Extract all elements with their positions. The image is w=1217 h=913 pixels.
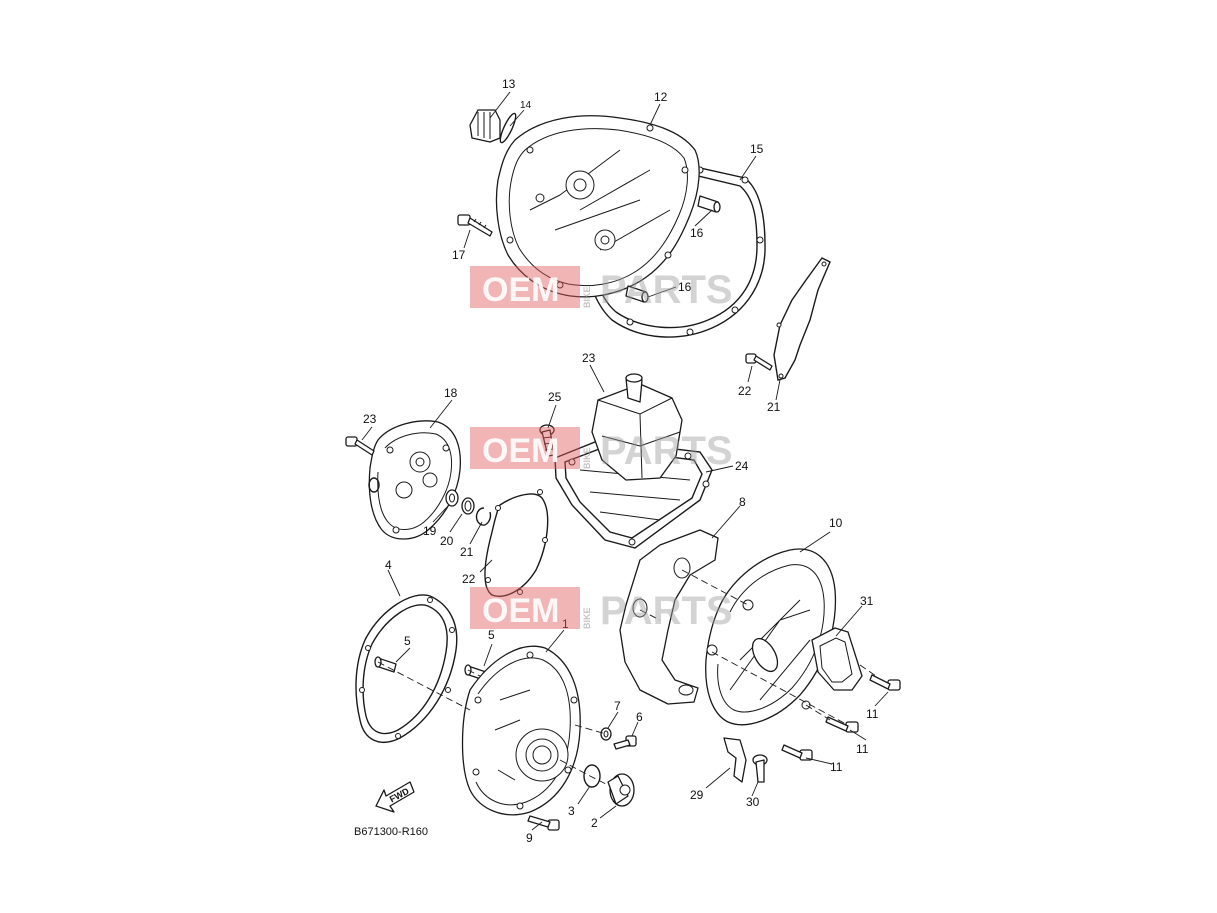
callout-10: 10 — [829, 516, 843, 530]
callout-4: 4 — [385, 558, 392, 572]
small-gasket-24 — [773, 257, 831, 381]
callout-8: 9 — [526, 831, 533, 845]
watermark-oem: OEM — [482, 432, 559, 470]
callout-23: 23 — [363, 412, 377, 426]
oil-filler-cap-13 — [469, 109, 501, 143]
watermark-bike: BIKE — [582, 286, 592, 308]
clutch-cover-group — [457, 109, 766, 338]
callout-28: 25 — [548, 390, 562, 404]
callout-16b: 16 — [678, 280, 692, 294]
callout-13: 13 — [502, 77, 516, 91]
callout-labels: 13 14 12 15 16 16 17 21 22 23 24 25 18 2… — [363, 77, 879, 845]
callout-24: 21 — [767, 400, 781, 414]
water-pump-cover-group — [345, 420, 549, 597]
forward-arrow-icon: FWD — [375, 781, 415, 813]
cover-18 — [368, 420, 462, 540]
sprocket-cover-10 — [705, 548, 837, 726]
clamp-29 — [723, 737, 747, 783]
callout-22: 22 — [462, 572, 476, 586]
o-ring-14 — [499, 112, 517, 144]
callout-21: 21 — [460, 545, 474, 559]
callout-1: 1 — [562, 617, 569, 631]
watermark-top: OEM BIKE PARTS — [470, 266, 733, 312]
callout-15: 15 — [750, 142, 764, 156]
bolt-8 — [527, 815, 560, 831]
bolt-11b — [825, 716, 859, 733]
callout-18: 18 — [444, 386, 458, 400]
watermark-oem: OEM — [482, 592, 559, 630]
callout-20: 20 — [440, 534, 454, 548]
gasket-hole — [731, 306, 739, 314]
callout-5a: 5 — [404, 634, 411, 648]
callout-3: 3 — [568, 804, 575, 818]
generator-cover-gasket-4 — [355, 594, 458, 743]
breather-cover-26 — [591, 383, 683, 481]
callout-14: 14 — [520, 100, 532, 111]
generator-cover-group — [355, 594, 637, 831]
callout-7: 7 — [614, 699, 621, 713]
callout-11c: 11 — [830, 760, 843, 774]
callout-5b: 5 — [488, 628, 495, 642]
plug-2 — [607, 773, 635, 807]
bolt-11a — [869, 674, 901, 691]
bolt-30 — [752, 754, 768, 783]
bolt-17 — [457, 214, 493, 237]
bolt-23 — [345, 436, 375, 456]
gasket-hole — [626, 318, 634, 326]
bolt-25 — [745, 353, 773, 371]
diagram-code: B671300-R160 — [354, 826, 428, 838]
callout-16a: 16 — [690, 226, 704, 240]
washer-7 — [600, 727, 612, 741]
callout-27: 24 — [735, 459, 749, 473]
leader-lines — [361, 91, 889, 831]
alignment-lines — [377, 569, 877, 787]
brand-emblem — [751, 637, 779, 673]
o-ring-3 — [583, 764, 601, 788]
watermark-oem: OEM — [482, 271, 559, 309]
gasket-hole — [741, 176, 749, 184]
watermark-bike: BIKE — [582, 607, 592, 629]
cover-gasket-group-24 — [745, 257, 831, 381]
gasket-22 — [484, 493, 549, 597]
callout-9: 8 — [739, 495, 746, 509]
bracket-9 — [619, 529, 719, 705]
gasket-hole — [756, 236, 764, 244]
callout-25: 22 — [738, 384, 752, 398]
sprocket-cover-group — [619, 529, 901, 783]
bolt-11c — [781, 744, 813, 761]
bolt-28 — [539, 424, 555, 457]
callout-29: 29 — [690, 788, 704, 802]
watermark-parts: PARTS — [600, 589, 733, 633]
bolt-6 — [613, 735, 637, 750]
gasket-hole — [686, 328, 694, 336]
callout-12: 12 — [654, 90, 668, 104]
circlip-21 — [475, 507, 492, 526]
clutch-cover-12 — [495, 115, 700, 298]
callout-17: 17 — [452, 248, 466, 262]
callout-2: 2 — [591, 816, 598, 830]
callout-31: 31 — [860, 594, 874, 608]
callout-11b: 11 — [856, 742, 869, 756]
dowel-pin-16a — [697, 195, 721, 213]
callout-26: 23 — [582, 351, 596, 365]
chain-guard-31 — [811, 627, 863, 691]
dowel-pin-16b — [625, 285, 649, 303]
breather-group — [539, 373, 713, 549]
watermark-bike: BIKE — [582, 447, 592, 469]
callout-6: 6 — [636, 710, 643, 724]
callout-19: 19 — [423, 524, 437, 538]
watermark-parts: PARTS — [600, 268, 733, 312]
watermark-parts: PARTS — [600, 429, 733, 473]
watermark-bottom: OEM BIKE PARTS — [470, 587, 733, 633]
callout-11a: 11 — [866, 707, 879, 721]
callout-30: 30 — [746, 795, 760, 809]
watermark-middle: OEM BIKE PARTS — [470, 427, 733, 473]
